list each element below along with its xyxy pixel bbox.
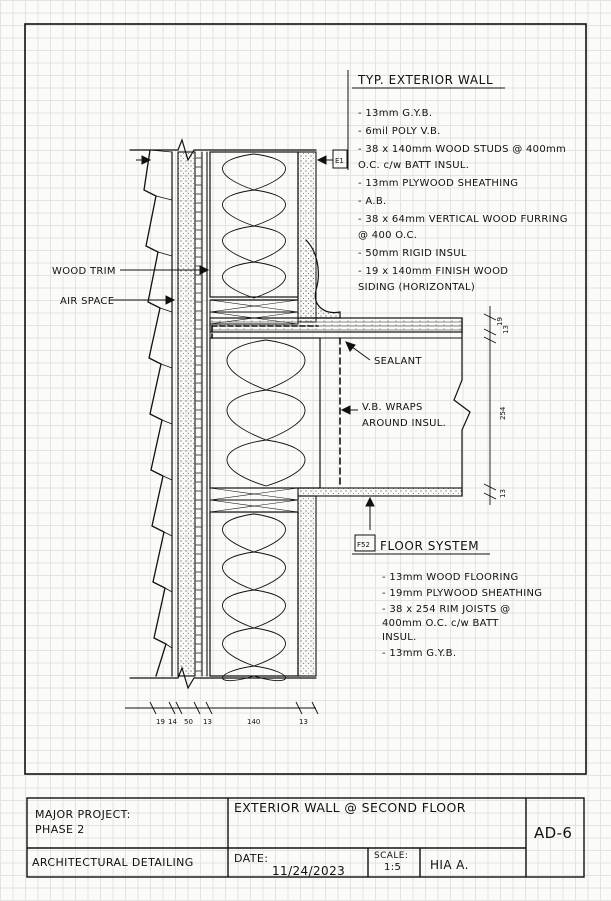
scale-value: 1:5 [384,862,402,873]
batt-loop [226,339,306,391]
dim-label-bottom: 13 [299,718,308,726]
vb-wraps-label: V.B. WRAPS [362,402,423,413]
date-label: DATE: [234,852,269,865]
batt-insulation-rim [226,339,306,487]
dim-label-right: 19 [496,317,504,326]
date-value: 11/24/2023 [272,864,346,878]
right-dimension-string [483,306,497,505]
batt-loop [222,225,286,263]
floor-spec-tag: F52 [357,541,370,549]
floor-spec-item: - 19mm PLYWOOD SHEATHING [382,588,542,599]
wall-spec-block: TYP. EXTERIOR WALL - 13mm G.Y.B. - 6mil … [352,73,568,293]
dim-label-right: 254 [499,406,507,420]
batt-insulation-upper [222,153,286,299]
project-title: MAJOR PROJECT: [35,808,131,821]
batt-loop [222,513,286,553]
batt-loop [222,261,286,299]
wall-spec-item: - 50mm RIGID INSUL [358,248,467,259]
floor-spec-item: - 38 x 254 RIM JOISTS @ [382,604,510,615]
floor-spec-item: - 13mm WOOD FLOORING [382,572,519,583]
batt-loop [226,439,306,487]
author-name: HIA A. [430,858,469,872]
batt-loop [222,589,286,629]
rigid-insulation [177,151,196,677]
wall-spec-item: - 38 x 140mm WOOD STUDS @ 400mm [358,144,566,155]
floor-spec-item: - 13mm G.Y.B. [382,648,456,659]
dim-label-right: 13 [502,325,510,334]
gypsum-board-lower [297,495,317,677]
floor-spec-block: FLOOR SYSTEM - 13mm WOOD FLOORING - 19mm… [352,539,542,659]
batt-loop [222,189,286,227]
floor-spec-title: FLOOR SYSTEM [380,539,479,553]
dim-label-bottom: 50 [184,718,193,726]
wall-spec-item: - 6mil POLY V.B. [358,126,441,137]
wood-trim-label: WOOD TRIM [52,266,116,277]
floor-break-line [453,317,471,497]
scale-label: SCALE: [374,851,409,861]
wall-spec-item: - 19 x 140mm FINISH WOOD [358,266,508,277]
wall-spec-item: @ 400 O.C. [358,230,417,241]
wall-section [129,138,471,690]
floor-spec-tag-box [354,534,376,552]
dim-label-bottom: 13 [203,718,212,726]
project-phase: PHASE 2 [35,823,85,836]
wall-spec-item: SIDING (HORIZONTAL) [358,282,475,293]
wall-spec-item: O.C. c/w BATT INSUL. [358,160,469,171]
batt-loop [226,389,306,441]
floor-spec-item: 400mm O.C. c/w BATT [382,618,499,629]
wall-spec-item: - 13mm G.Y.B. [358,108,432,119]
drawing-border [24,23,587,775]
wall-spec-item: - 13mm PLYWOOD SHEATHING [358,178,518,189]
dim-label-bottom: 14 [168,718,177,726]
sealant-label: SEALANT [374,356,422,367]
dim-label-bottom: 19 [156,718,165,726]
wall-spec-tag-box [332,149,348,169]
floor-spec-item: INSUL. [382,632,417,643]
leader-lines [110,70,375,530]
dim-label-bottom: 140 [247,718,260,726]
batt-insulation-lower [222,513,286,682]
wall-spec-tag: E1 [335,157,344,165]
dim-label-right: 13 [499,489,507,498]
batt-loop [222,627,286,667]
interior-trim [299,239,341,319]
drawing-title: EXTERIOR WALL @ SECOND FLOOR [234,800,466,815]
wall-spec-title: TYP. EXTERIOR WALL [357,73,493,87]
course-name: ARCHITECTURAL DETAILING [32,856,194,869]
batt-loop [222,153,286,191]
wall-spec-item: - 38 x 64mm VERTICAL WOOD FURRING [358,214,568,225]
wood-siding [143,149,167,677]
air-space-label: AIR SPACE [60,296,114,307]
sheet-number: AD-6 [534,824,573,842]
batt-loop [222,551,286,591]
title-block [26,797,585,878]
floor-sheathing [209,317,463,333]
batt-loop [222,665,286,682]
vb-wraps-label: AROUND INSUL. [362,418,446,429]
wall-spec-item: - A.B. [358,196,386,207]
bottom-dimension-string [125,701,319,715]
